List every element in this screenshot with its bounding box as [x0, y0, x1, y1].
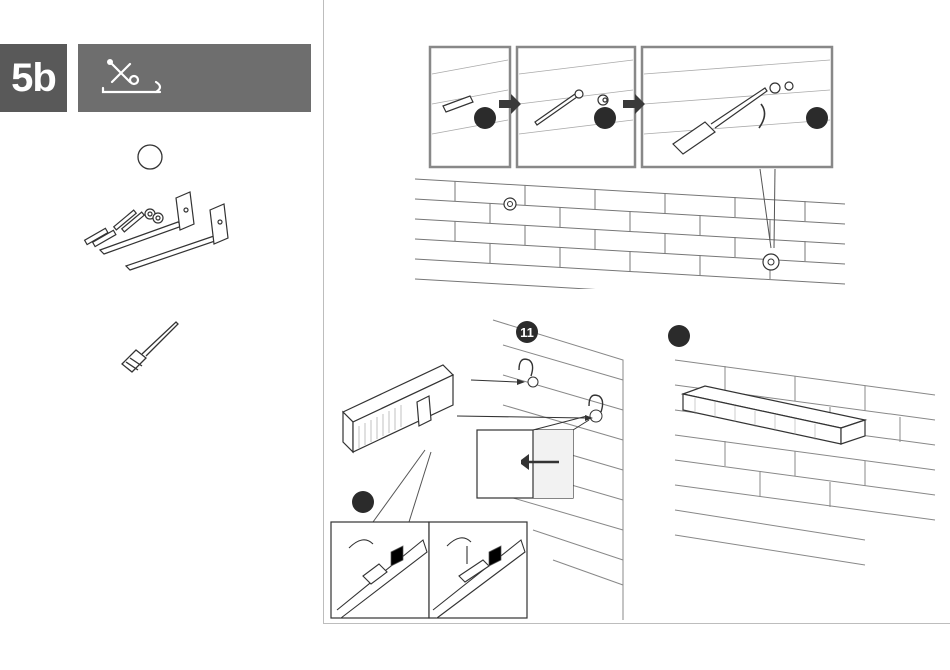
- step-number-label: 5b: [11, 56, 56, 101]
- wall-anchor-sequence: [415, 44, 855, 294]
- bottom-divider: [323, 623, 950, 624]
- part-reference-circle: [136, 143, 164, 171]
- mounted-soundbar-illustration: [665, 320, 940, 580]
- hang-soundbar-illustration: 11: [333, 320, 633, 620]
- column-divider: [323, 0, 324, 624]
- hang-step-badge: 11: [516, 321, 538, 343]
- wall-mount-bracket-kit: [78, 188, 258, 288]
- hook-arrow-icon: [519, 359, 533, 376]
- hang-step-number: 11: [520, 325, 534, 340]
- screwdriver-icon: [118, 318, 182, 374]
- step-number-badge: 5b: [0, 44, 67, 112]
- tools-wrench-screwdriver-icon: [98, 58, 168, 98]
- tools-required-banner: [78, 44, 311, 112]
